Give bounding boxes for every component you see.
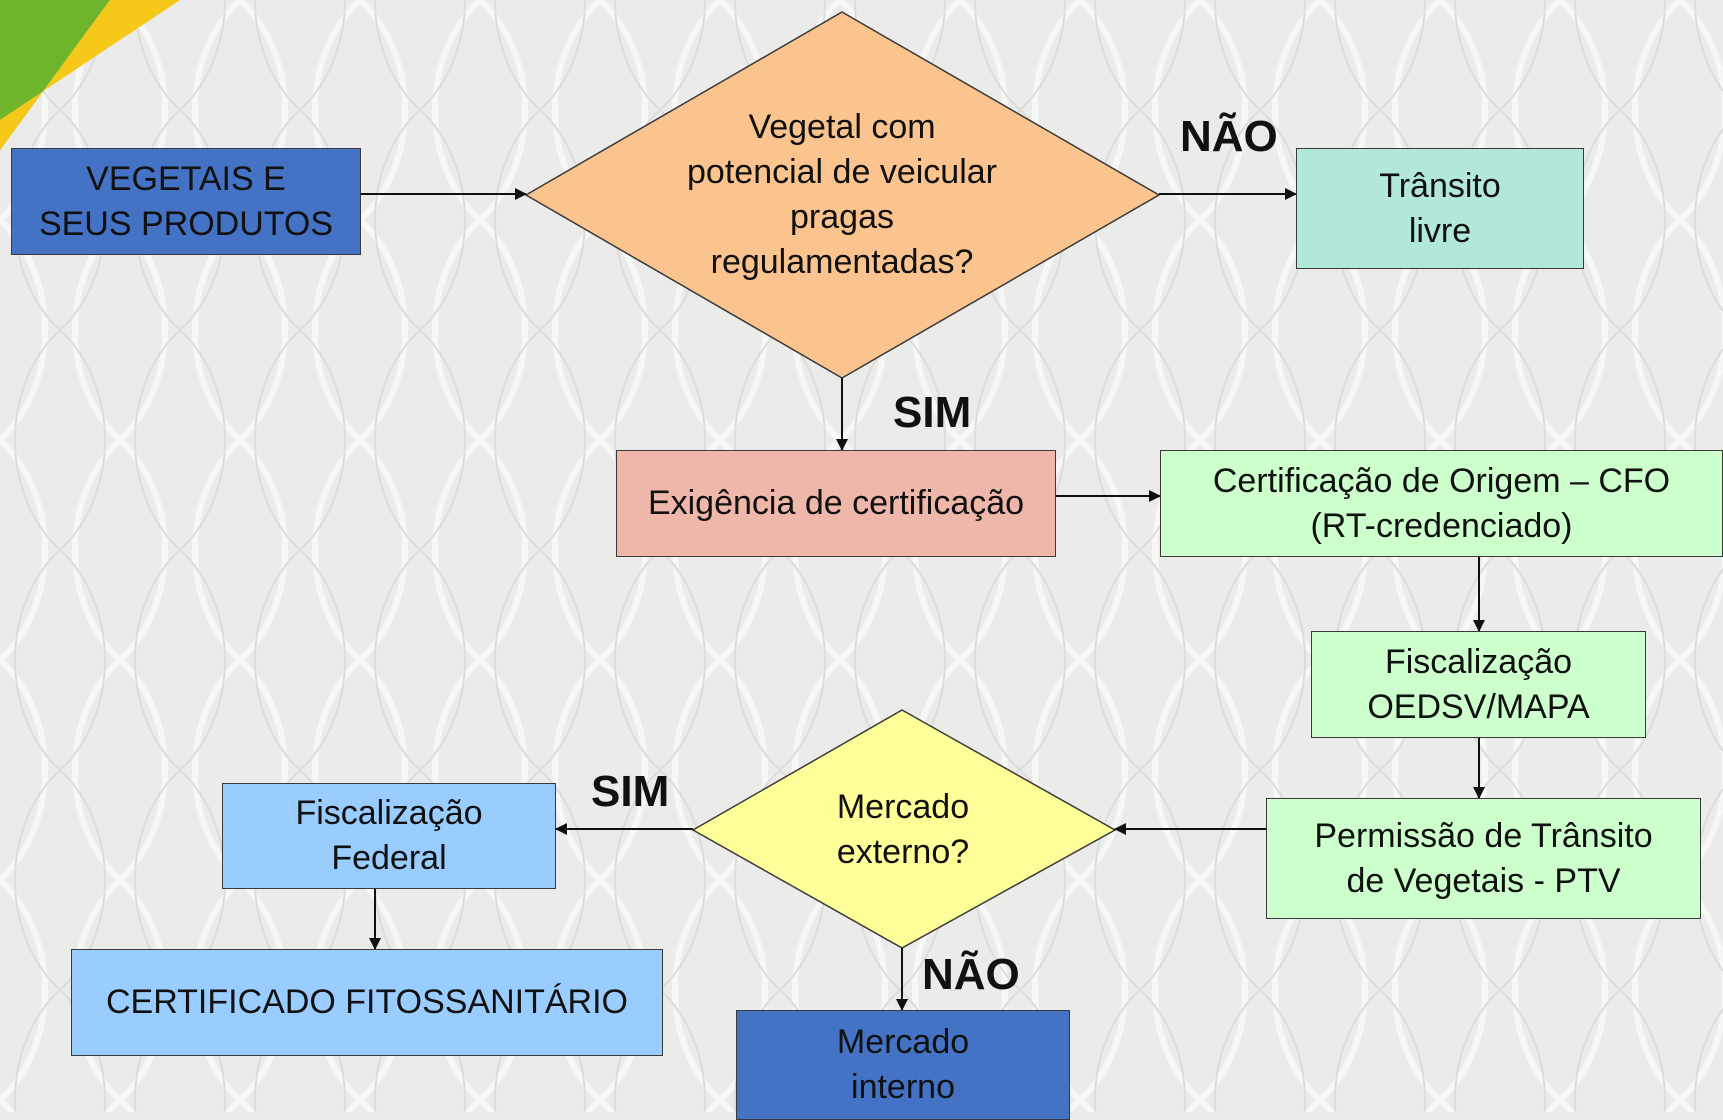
node-exigencia-certificacao: Exigência de certificação bbox=[616, 450, 1056, 557]
node-fiscalizacao-oedsv: Fiscalização OEDSV/MAPA bbox=[1311, 631, 1646, 738]
node-mercado-interno: Mercado interno bbox=[736, 1010, 1070, 1120]
node-ptv: Permissão de Trânsito de Vegetais - PTV bbox=[1266, 798, 1701, 919]
node-fiscalizacao-federal: Fiscalização Federal bbox=[222, 783, 556, 889]
branch-label-sim-bottom: SIM bbox=[591, 767, 670, 816]
branch-label-nao-bottom: NÃO bbox=[922, 950, 1020, 999]
node-transito-livre: Trânsito livre bbox=[1296, 148, 1584, 269]
decision-market-text: Mercado externo? bbox=[836, 788, 970, 871]
corner-banner-yellow bbox=[0, 0, 180, 150]
branch-label-nao-top: NÃO bbox=[1180, 112, 1278, 161]
node-vegetais: VEGETAIS E SEUS PRODUTOS bbox=[11, 148, 361, 255]
node-cfo: Certificação de Origem – CFO (RT-credenc… bbox=[1160, 450, 1723, 557]
decision-pests-text: Vegetal com potencial de veicular pragas… bbox=[687, 108, 997, 281]
node-certificado-fitossanitario: CERTIFICADO FITOSSANITÁRIO bbox=[71, 949, 663, 1056]
branch-label-sim-top: SIM bbox=[893, 388, 972, 437]
